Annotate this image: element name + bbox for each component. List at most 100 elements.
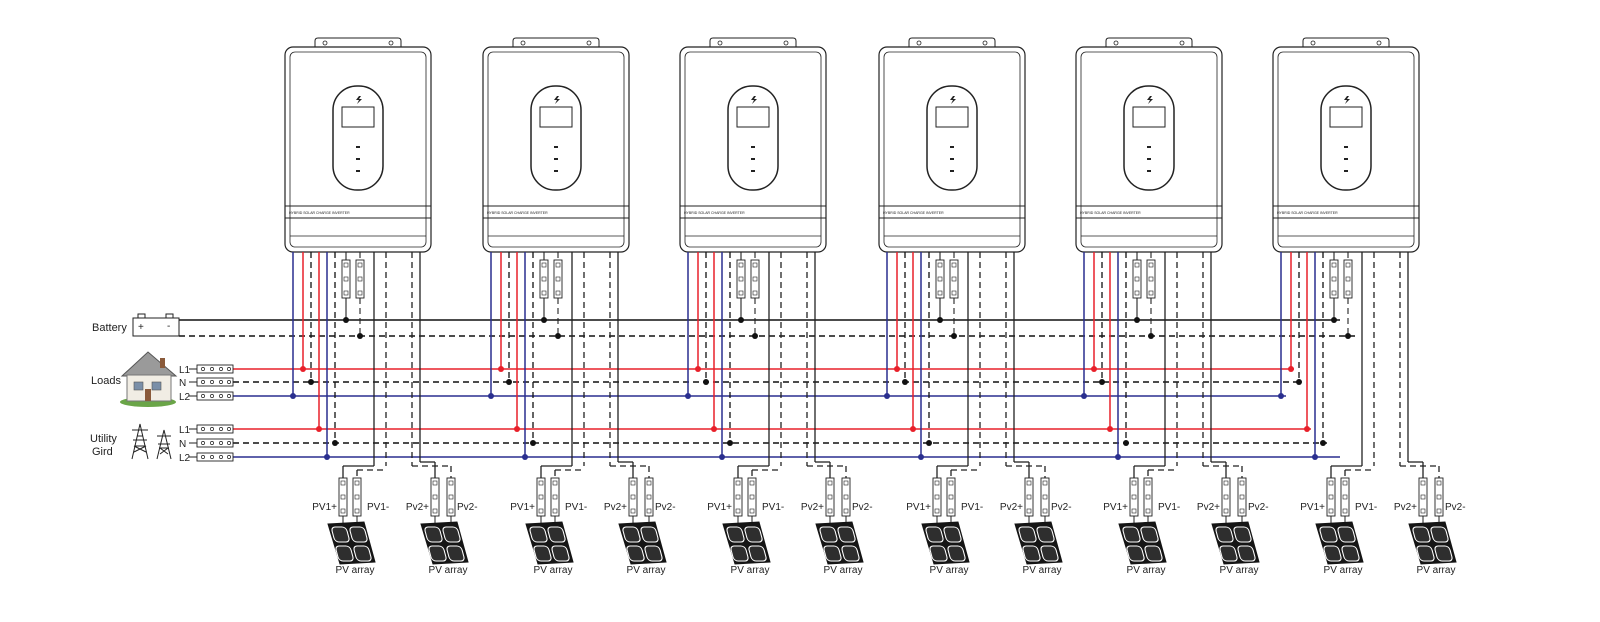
indicator-led	[554, 158, 558, 160]
fuse-body	[747, 477, 757, 517]
lcd-screen	[1132, 106, 1166, 128]
pv1-minus-label: PV1-	[1355, 502, 1377, 513]
mounting-bracket	[1105, 37, 1193, 47]
pv-array-label: PV array	[1220, 565, 1259, 576]
indicator-led	[751, 158, 755, 160]
fuse-breaker	[1129, 477, 1139, 517]
utility-label-line1: Utility	[90, 433, 117, 445]
panel-cell	[943, 526, 962, 543]
fuse-body	[1040, 477, 1050, 517]
fuse-contact	[340, 494, 346, 500]
line-breaker: L1	[179, 424, 234, 436]
panel-cell	[1022, 545, 1041, 562]
fuse-contact	[937, 276, 943, 282]
panel-cell	[1233, 526, 1252, 543]
pv1-plus-label: PV1+	[707, 502, 732, 513]
fuse-contact	[354, 480, 360, 486]
pv1-plus-label: PV1+	[312, 502, 337, 513]
inverter-body: HYBRID SOLAR CHARGE INVERTER	[284, 37, 432, 253]
fuse-body	[628, 477, 638, 517]
junction-dot	[308, 379, 314, 385]
lcd-screen	[341, 106, 375, 128]
lcd-screen	[539, 106, 573, 128]
fuse-breaker	[338, 477, 348, 517]
inverter-body: HYBRID SOLAR CHARGE INVERTER	[1075, 37, 1223, 253]
fuse-breaker	[628, 477, 638, 517]
fuse-contact	[738, 276, 744, 282]
breaker-terminal	[201, 394, 205, 398]
panel-cell	[947, 545, 966, 562]
junction-dot	[1091, 366, 1097, 372]
junction-dot	[488, 393, 494, 399]
fuse-contact	[1436, 480, 1442, 486]
pv-array-label: PV array	[429, 565, 468, 576]
bus-lines	[179, 319, 1356, 458]
mounting-bracket	[709, 37, 797, 47]
fuse-body	[750, 259, 760, 299]
fuse-contact	[843, 508, 849, 514]
fuse-body	[355, 259, 365, 299]
lightning-icon	[1344, 96, 1350, 104]
solar-panel-icon	[815, 521, 864, 565]
fuse-breaker	[825, 477, 835, 517]
junction-dot	[937, 317, 943, 323]
junction-dot	[1107, 426, 1113, 432]
junction-dot	[685, 393, 691, 399]
pv-array-label: PV array	[627, 565, 666, 576]
panel-cell	[1323, 545, 1342, 562]
pv-array-label: PV array	[1023, 565, 1062, 576]
breaker-terminal	[210, 394, 214, 398]
fuse-contact	[1134, 276, 1140, 282]
fuse-contact	[1134, 262, 1140, 268]
fuse-body	[1129, 477, 1139, 517]
panel-cell	[726, 526, 745, 543]
junction-dot	[727, 440, 733, 446]
fuse-contact	[1223, 508, 1229, 514]
line-label: L1	[179, 365, 191, 376]
fuse-breaker	[341, 259, 351, 299]
panel-cell	[442, 526, 461, 543]
indicator-led	[751, 170, 755, 172]
pv2-minus-label: Pv2-	[1051, 502, 1072, 513]
fuse-body	[1237, 477, 1247, 517]
junction-dot	[719, 454, 725, 460]
fuse-breaker	[747, 477, 757, 517]
junction-dot	[1134, 317, 1140, 323]
fuse-contact	[1328, 480, 1334, 486]
indicator-led	[1147, 146, 1151, 148]
pv1-minus-label: PV1-	[961, 502, 983, 513]
junction-dot	[1148, 333, 1154, 339]
pv-array-label: PV array	[930, 565, 969, 576]
fuse-contact	[752, 262, 758, 268]
fuse-contact	[951, 276, 957, 282]
fuse-contact	[735, 508, 741, 514]
bracket-hole	[982, 40, 988, 46]
fuse-breaker	[550, 477, 560, 517]
panel-cell	[744, 526, 763, 543]
panel-cell	[353, 545, 372, 562]
solar-panel-icon	[1408, 521, 1457, 565]
junction-dot	[703, 379, 709, 385]
panel-cell	[1140, 526, 1159, 543]
pv2-minus-label: Pv2-	[655, 502, 676, 513]
pv2-plus-label: Pv2+	[1394, 502, 1417, 513]
fuse-contact	[432, 494, 438, 500]
fuse-body	[1329, 259, 1339, 299]
fuse-contact	[827, 494, 833, 500]
junction-dot	[951, 333, 957, 339]
breaker-terminal	[210, 427, 214, 431]
fuse-contact	[555, 276, 561, 282]
line-label: N	[179, 439, 186, 450]
fuse-breaker	[1329, 259, 1339, 299]
fuse-contact	[1042, 508, 1048, 514]
junction-dot	[1345, 333, 1351, 339]
junction-dot	[1312, 454, 1318, 460]
bracket-hole	[783, 40, 789, 46]
battery-icon: + -	[132, 313, 180, 337]
fuse-breaker	[430, 477, 440, 517]
fuse-contact	[749, 494, 755, 500]
fuse-body	[1340, 477, 1350, 517]
